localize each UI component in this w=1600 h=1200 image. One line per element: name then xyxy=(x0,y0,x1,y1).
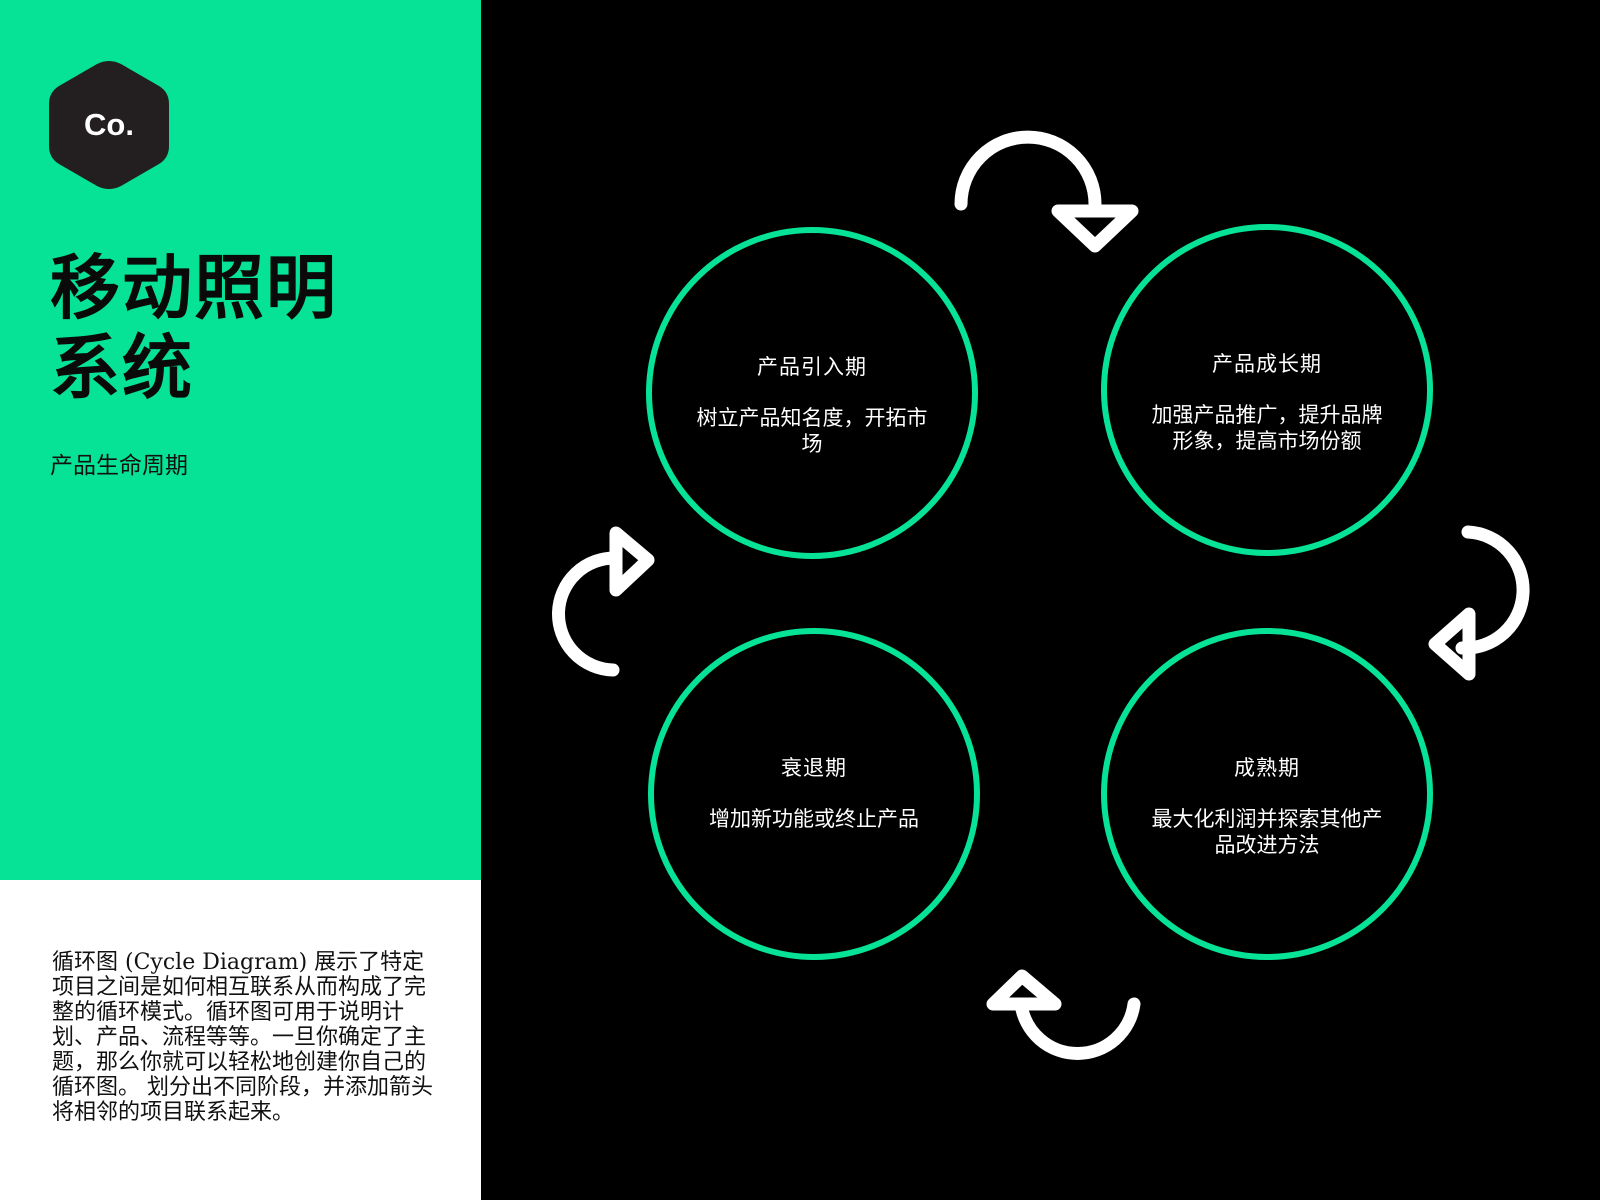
stage-circle-growth: 产品成长期 加强产品推广，提升品牌形象，提高市场份额 xyxy=(1101,224,1433,556)
stage-title: 衰退期 xyxy=(781,756,847,780)
stage-title: 成熟期 xyxy=(1234,756,1300,780)
curved-arrow-top-icon xyxy=(954,130,1139,253)
description-text: 循环图 (Cycle Diagram) 展示了特定项目之间是如何相互联系从而构成… xyxy=(52,950,433,1125)
stage-circle-decline: 衰退期 增加新功能或终止产品 xyxy=(648,628,980,960)
description-panel xyxy=(0,880,481,1200)
curved-arrow-left-icon xyxy=(552,526,655,677)
company-logo: Co. xyxy=(49,58,169,192)
page-subtitle: 产品生命周期 xyxy=(50,453,188,479)
stage-circle-maturity: 成熟期 最大化利润并探索其他产品改进方法 xyxy=(1101,628,1433,960)
stage-title: 产品成长期 xyxy=(1212,352,1322,376)
stage-description: 加强产品推广，提升品牌形象，提高市场份额 xyxy=(1151,403,1383,453)
stage-description: 最大化利润并探索其他产品改进方法 xyxy=(1151,807,1383,857)
stage-description: 增加新功能或终止产品 xyxy=(709,807,919,831)
curved-arrow-bottom-icon xyxy=(986,969,1141,1060)
stage-description: 树立产品知名度，开拓市场 xyxy=(696,406,928,456)
stage-circle-introduction: 产品引入期 树立产品知名度，开拓市场 xyxy=(646,227,978,559)
curved-arrow-right-icon xyxy=(1428,525,1530,681)
stage-title: 产品引入期 xyxy=(757,355,867,379)
logo-text: Co. xyxy=(84,107,134,142)
page-title: 移动照明 系统 xyxy=(50,247,338,409)
hexagon-logo-icon xyxy=(49,61,169,189)
